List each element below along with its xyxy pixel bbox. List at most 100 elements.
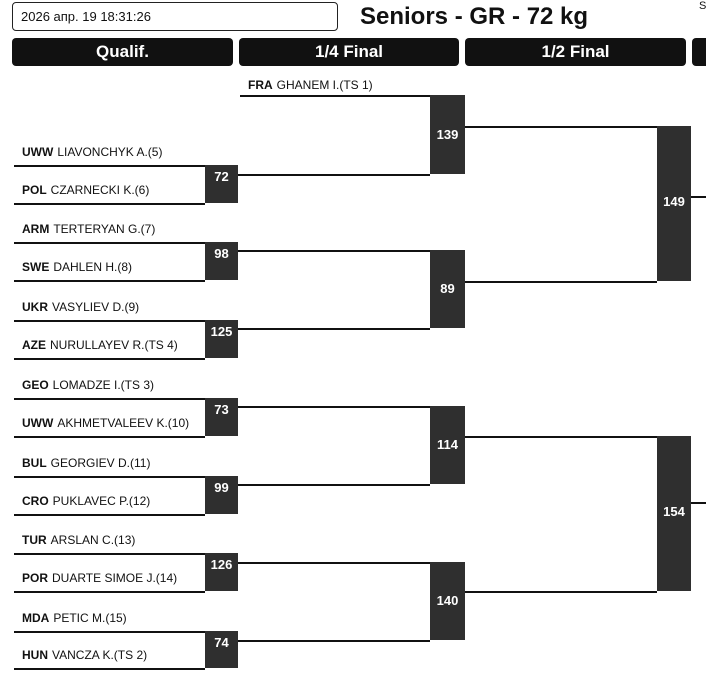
bracket-line	[238, 562, 430, 564]
quarter-bout-box[interactable]: 89	[430, 250, 465, 328]
bracket-line	[14, 631, 205, 633]
country-code: HUN	[22, 648, 48, 662]
country-code: POR	[22, 571, 49, 585]
wrestler-name: DUARTE SIMOE J.(14)	[52, 571, 178, 585]
wrestler-entry[interactable]: UKR VASYLIEV D.(9)	[22, 300, 139, 314]
bracket-line	[14, 476, 205, 478]
quarter-bout-box[interactable]: 114	[430, 406, 465, 484]
qualif-bout-box[interactable]: 72	[205, 165, 238, 203]
page-title: Seniors - GR - 72 kg	[360, 3, 589, 30]
semi-bout-box[interactable]: 154	[657, 436, 691, 591]
wrestler-entry[interactable]: AZE NURULLAYEV R.(TS 4)	[22, 338, 178, 352]
bracket-line	[238, 406, 430, 408]
qualif-bout-box[interactable]: 99	[205, 476, 238, 514]
country-code: AZE	[22, 338, 46, 352]
country-code: UKR	[22, 300, 48, 314]
wrestler-name: PUKLAVEC P.(12)	[52, 494, 151, 508]
bracket-line	[465, 126, 657, 128]
wrestler-name: LIAVONCHYK A.(5)	[57, 145, 163, 159]
wrestler-name: NURULLAYEV R.(TS 4)	[50, 338, 178, 352]
tab-qualif: Qualif.	[12, 38, 233, 66]
wrestler-name: PETIC M.(15)	[53, 611, 127, 625]
bout-number: 114	[437, 437, 458, 452]
bracket-line	[238, 174, 430, 176]
bracket-line	[14, 203, 205, 205]
wrestler-name: VANCZA K.(TS 2)	[52, 648, 148, 662]
bracket-line	[691, 196, 706, 198]
country-code: POL	[22, 183, 47, 197]
bracket-line	[14, 358, 205, 360]
bout-number: 74	[214, 635, 229, 650]
bout-number: 73	[214, 402, 229, 417]
bracket-line	[238, 328, 430, 330]
wrestler-name: CZARNECKI K.(6)	[50, 183, 150, 197]
corner-text: S	[699, 0, 706, 12]
qualif-bout-box[interactable]: 74	[205, 631, 238, 668]
country-code: FRA	[248, 78, 273, 92]
bracket-line	[691, 502, 706, 504]
bracket-line	[14, 398, 205, 400]
wrestler-name: ARSLAN C.(13)	[50, 533, 136, 547]
wrestler-name: AKHMETVALEEV K.(10)	[57, 416, 190, 430]
bout-number: 72	[214, 169, 229, 184]
wrestler-name: TERTERYAN G.(7)	[53, 222, 156, 236]
bout-number: 89	[440, 281, 455, 296]
bracket-line	[14, 242, 205, 244]
bout-number: 126	[210, 557, 233, 572]
bout-number: 99	[214, 480, 229, 495]
qualif-bout-box[interactable]: 126	[205, 553, 238, 591]
semi-bout-box[interactable]: 149	[657, 126, 691, 281]
bracket-line	[14, 553, 205, 555]
qualif-bout-box[interactable]: 98	[205, 242, 238, 280]
country-code: MDA	[22, 611, 50, 625]
bout-number: 154	[663, 504, 685, 519]
wrestler-name: VASYLIEV D.(9)	[52, 300, 140, 314]
bout-number: 149	[663, 194, 685, 209]
country-code: GEO	[22, 378, 49, 392]
wrestler-entry[interactable]: HUN VANCZA K.(TS 2)	[22, 648, 147, 662]
quarter-bout-box[interactable]: 139	[430, 95, 465, 174]
bout-number: 139	[436, 126, 459, 142]
wrestler-name: DAHLEN H.(8)	[53, 260, 133, 274]
tab-quarter-final: 1/4 Final	[239, 38, 459, 66]
country-code: CRO	[22, 494, 49, 508]
bracket-line	[14, 591, 205, 593]
bracket-line	[14, 668, 205, 670]
bracket-line	[14, 165, 205, 167]
bracket-line	[238, 484, 430, 486]
qualif-bout-box[interactable]: 73	[205, 398, 238, 436]
date-time-box: 2026 апр. 19 18:31:26	[12, 2, 338, 31]
bracket-line	[465, 281, 657, 283]
bracket-line	[14, 436, 205, 438]
qualif-bout-box[interactable]: 125	[205, 320, 238, 358]
bracket-line	[465, 591, 657, 593]
seed-line	[240, 95, 430, 97]
country-code: SWE	[22, 260, 50, 274]
tab-final	[692, 38, 706, 66]
bracket-line	[238, 640, 430, 642]
bracket-line	[14, 280, 205, 282]
bracket-line	[14, 320, 205, 322]
country-code: UWW	[22, 145, 54, 159]
wrestler-name: GEORGIEV D.(11)	[50, 456, 151, 470]
wrestler-name: LOMADZE I.(TS 3)	[52, 378, 155, 392]
country-code: UWW	[22, 416, 54, 430]
bout-number: 140	[436, 593, 459, 608]
quarter-bout-box[interactable]: 140	[430, 562, 465, 640]
country-code: ARM	[22, 222, 50, 236]
country-code: BUL	[22, 456, 47, 470]
tab-semi-final: 1/2 Final	[465, 38, 686, 66]
bracket-line	[465, 436, 657, 438]
